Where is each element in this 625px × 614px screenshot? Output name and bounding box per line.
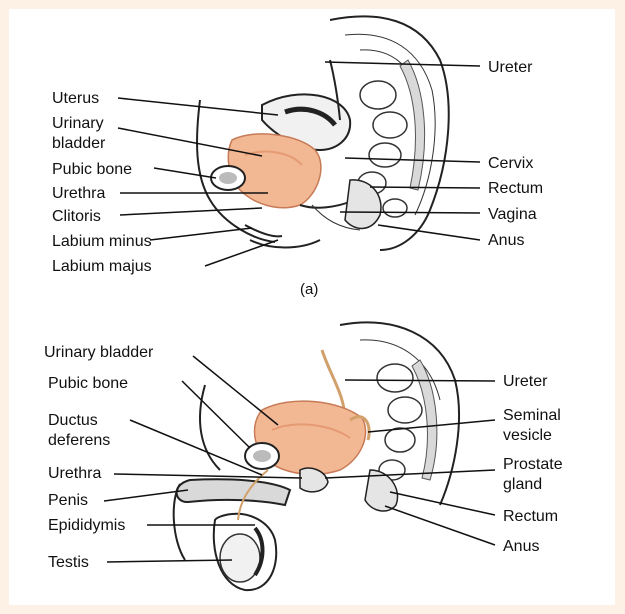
label-urethra-b: Urethra <box>48 465 101 482</box>
female-labels-left: Uterus Urinary bladder Pubic bone Urethr… <box>52 90 152 275</box>
label-seminal: Seminal <box>503 407 561 424</box>
male-labels-right: Ureter Seminal vesicle Prostate gland Re… <box>503 373 563 555</box>
label-labium-minus: Labium minus <box>52 233 152 250</box>
label-anus-a: Anus <box>488 232 524 249</box>
caption-a: (a) <box>300 281 318 298</box>
label-deferens: deferens <box>48 432 110 449</box>
label-gland: gland <box>503 476 542 493</box>
label-pubic-bone: Pubic bone <box>52 161 132 178</box>
label-urinary-bladder: Urinary bladder <box>44 344 154 361</box>
label-cervix: Cervix <box>488 155 533 172</box>
label-urinary: Urinary <box>52 115 104 132</box>
label-ureter-a: Ureter <box>488 59 533 76</box>
label-vagina: Vagina <box>488 206 537 223</box>
label-testis: Testis <box>48 554 89 571</box>
label-uterus: Uterus <box>52 90 99 107</box>
label-anus-b: Anus <box>503 538 539 555</box>
label-labium-majus: Labium majus <box>52 258 152 275</box>
label-prostate: Prostate <box>503 456 563 473</box>
male-labels-left: Urinary bladder Pubic bone Ductus defere… <box>44 344 154 571</box>
label-vesicle: vesicle <box>503 427 552 444</box>
female-labels-right: Ureter Cervix Rectum Vagina Anus <box>488 59 543 249</box>
label-epididymis: Epididymis <box>48 517 125 534</box>
label-ureter-b: Ureter <box>503 373 548 390</box>
label-ductus: Ductus <box>48 412 98 429</box>
label-clitoris: Clitoris <box>52 208 101 225</box>
label-penis: Penis <box>48 492 88 509</box>
label-bladder: bladder <box>52 135 106 152</box>
label-pubic-bone-b: Pubic bone <box>48 375 128 392</box>
label-urethra: Urethra <box>52 185 105 202</box>
label-rectum-b: Rectum <box>503 508 558 525</box>
female-pelvis-illustration <box>197 16 449 250</box>
label-rectum-a: Rectum <box>488 180 543 197</box>
